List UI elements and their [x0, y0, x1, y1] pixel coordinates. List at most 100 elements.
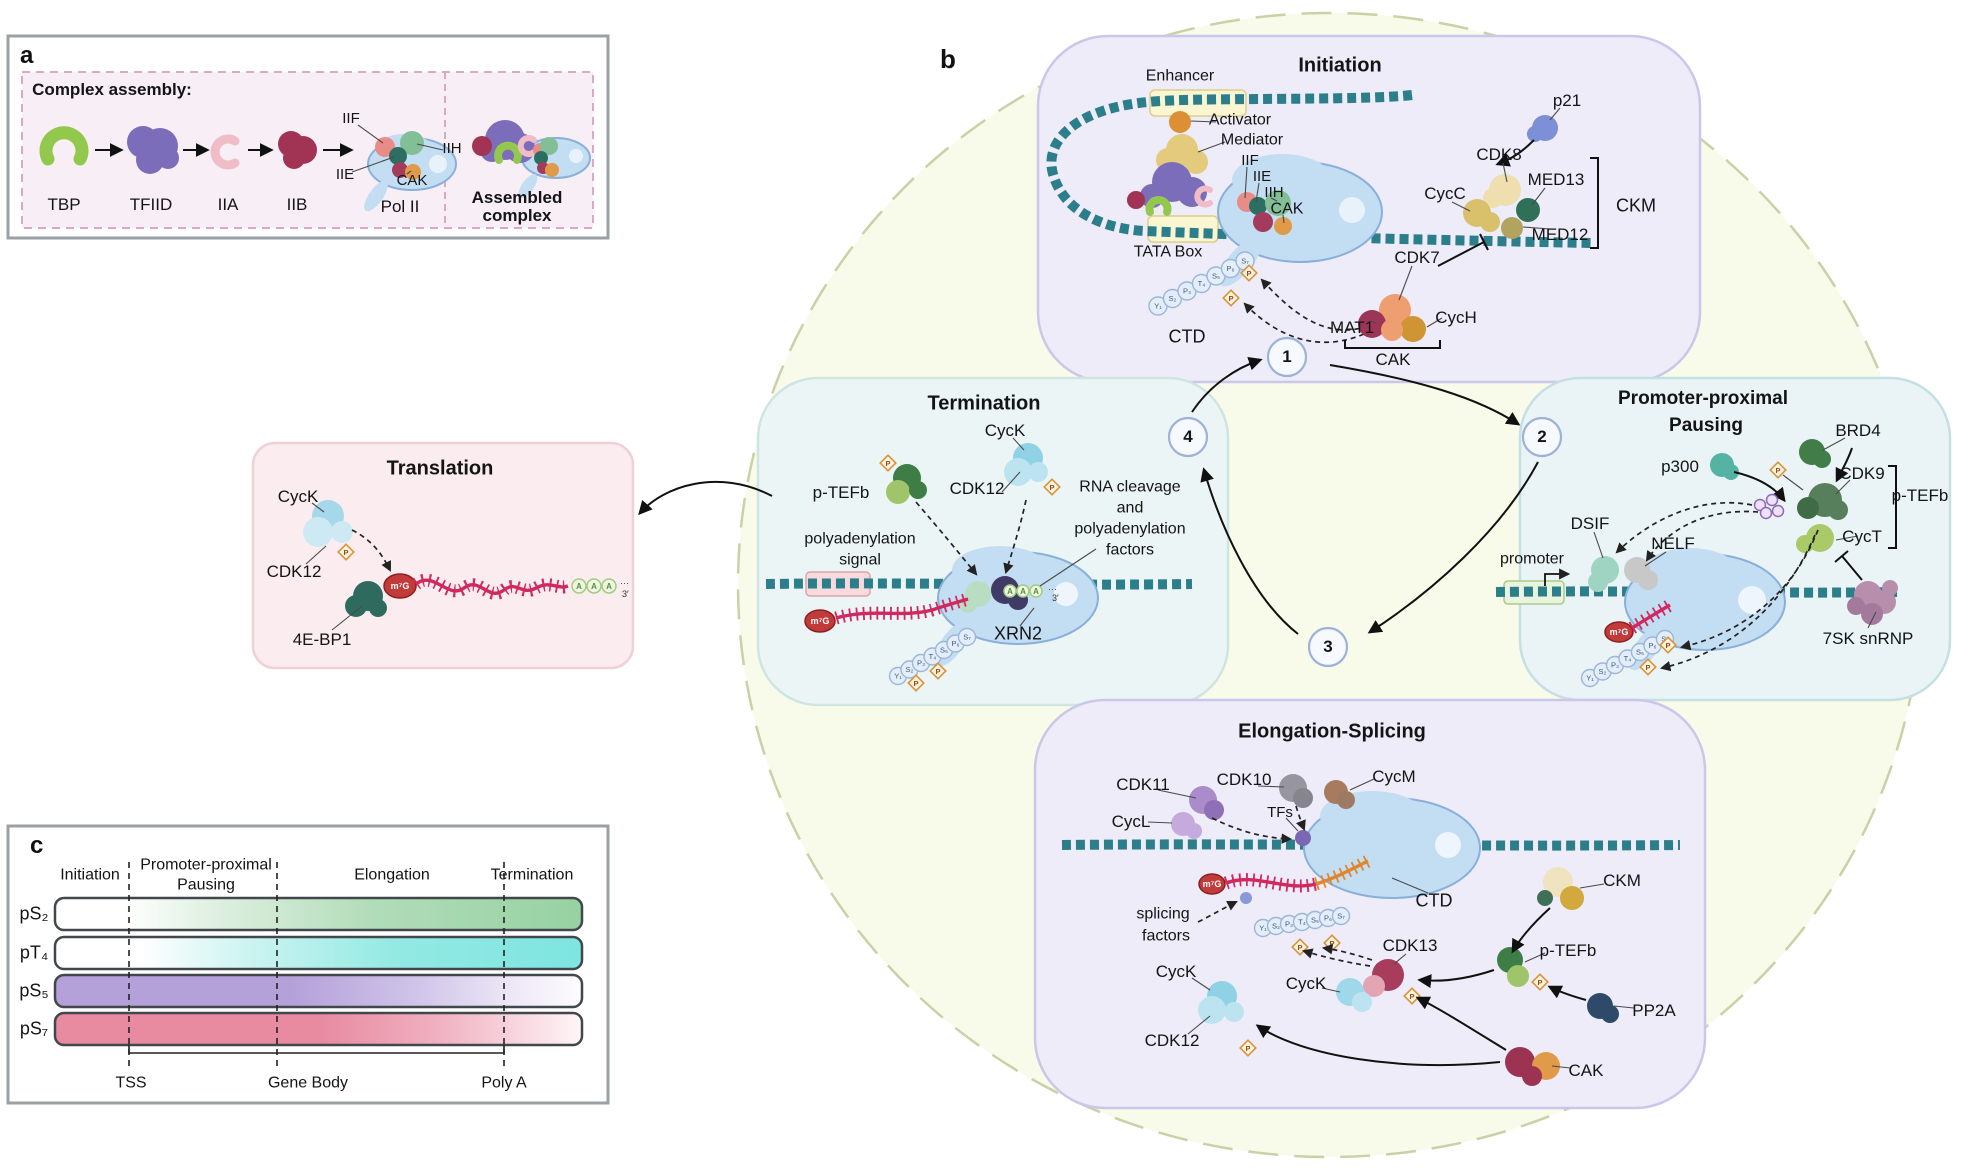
cleavage-label-3: polyadenylation — [1074, 520, 1186, 538]
cycle-1-label: 1 — [1282, 347, 1292, 367]
cyct-label: CycT — [1842, 527, 1882, 547]
elongation-title: Elongation-Splicing — [1238, 720, 1426, 743]
svg-text:T₄: T₄ — [1298, 918, 1306, 927]
svg-text:A: A — [1033, 587, 1039, 596]
svg-text:m⁷G: m⁷G — [1203, 879, 1222, 889]
svg-text:P: P — [1049, 483, 1054, 492]
svg-text:P: P — [1329, 939, 1334, 948]
iif-label-init: IIF — [1241, 152, 1259, 170]
iie-label: IIE — [335, 166, 355, 184]
svg-text:P: P — [343, 548, 348, 557]
tbp-label: TBP — [47, 195, 81, 215]
tfiid-label: TFIID — [129, 195, 173, 215]
cycle-step-1 — [1266, 336, 1308, 378]
m7g-cap — [1604, 621, 1634, 643]
iih-label-init: IIH — [1264, 184, 1284, 202]
tata-box-label: TATA Box — [1133, 243, 1203, 261]
pp2a-blob — [1587, 993, 1619, 1023]
pt4-bar — [53, 935, 584, 971]
m7g-cap — [804, 609, 836, 633]
cyck-cdk12-blob-translation — [303, 500, 353, 547]
iih-blob-init — [1265, 190, 1291, 216]
svg-text:S₇: S₇ — [963, 633, 971, 642]
iie-blob — [389, 147, 407, 165]
svg-text:S₅: S₅ — [1311, 916, 1319, 925]
svg-text:···: ··· — [620, 578, 629, 588]
ctd-label-init: CTD — [1168, 326, 1206, 347]
ps2-bar — [53, 896, 584, 932]
panel-a-tag: a — [20, 42, 34, 69]
complex-assembly-title: Complex assembly: — [32, 80, 192, 100]
panel-b-tag: b — [940, 44, 956, 74]
svg-text:Y₁: Y₁ — [894, 672, 902, 681]
pausing-panel — [1518, 376, 1952, 702]
cdk11-label: CDK11 — [1116, 775, 1170, 795]
snrnp-blob — [1847, 580, 1898, 625]
cdk12-label-term: CDK12 — [949, 479, 1005, 499]
svg-text:3′: 3′ — [622, 589, 629, 599]
cdk12-label-translation: CDK12 — [266, 562, 322, 582]
tbp-blob — [39, 126, 89, 166]
cdk12-cyck-blob-elong — [1198, 981, 1244, 1024]
svg-text:P: P — [1228, 294, 1233, 303]
col-initiation: Initiation — [60, 866, 120, 884]
cycle-steps — [1167, 336, 1563, 668]
pausing-title-2: Pausing — [1669, 415, 1743, 437]
polii-blob-panel-a — [351, 124, 457, 212]
cdk8-label: CDK8 — [1476, 145, 1522, 165]
svg-text:P: P — [913, 679, 918, 688]
iif-label: IIF — [342, 110, 360, 128]
svg-text:P: P — [1245, 1044, 1250, 1053]
gene-span-bracket — [128, 1045, 505, 1054]
svg-text:S₅: S₅ — [1212, 272, 1220, 281]
svg-text:A: A — [606, 582, 612, 591]
p21-blob — [1527, 115, 1558, 142]
svg-text:P₆: P₆ — [1226, 264, 1234, 273]
polii-label: Pol II — [380, 197, 420, 217]
ckm-label: CKM — [1616, 195, 1656, 216]
svg-text:P₃: P₃ — [1611, 661, 1619, 670]
med12-label: MED12 — [1531, 225, 1589, 245]
splicing-label-1: splicing — [1136, 905, 1190, 923]
axis-tss: TSS — [115, 1074, 147, 1092]
mat1-label: MAT1 — [1329, 318, 1375, 338]
elongation-panel — [1033, 698, 1707, 1110]
cycle-step-2 — [1521, 416, 1563, 458]
m7g-cap — [1198, 873, 1226, 895]
svg-text:···: ··· — [1048, 584, 1057, 594]
svg-text:S₂: S₂ — [1599, 667, 1607, 676]
termination-panel — [756, 376, 1230, 707]
p21-label: p21 — [1552, 91, 1582, 111]
med12-blob — [1501, 217, 1523, 239]
phosphate: P — [929, 662, 947, 680]
svg-text:A: A — [1020, 587, 1026, 596]
svg-text:P: P — [1246, 269, 1251, 278]
cycle-step-3 — [1307, 626, 1349, 668]
col-pausing-1: Promoter-proximal — [140, 856, 272, 874]
cak-label-init: CAK — [1270, 200, 1304, 218]
cdk9-label: CDK9 — [1839, 464, 1885, 484]
ptefb-label-elong: p-TEFb — [1539, 941, 1597, 961]
svg-text:3′: 3′ — [1052, 593, 1059, 603]
phosphate: P — [907, 674, 925, 692]
svg-text:Y₁: Y₁ — [1154, 302, 1162, 311]
pp2a-label: PP2A — [1632, 1001, 1676, 1021]
svg-text:P: P — [1537, 978, 1542, 987]
assembled-label-2: complex — [482, 206, 552, 226]
cycc-blob — [1463, 199, 1500, 232]
svg-text:S₂: S₂ — [906, 665, 914, 674]
svg-text:T₄: T₄ — [929, 652, 937, 661]
iih-blob — [400, 131, 424, 155]
phosphate: P — [337, 543, 355, 561]
enhancer-label: Enhancer — [1145, 67, 1215, 85]
col-termination: Termination — [490, 866, 574, 884]
tfs-label: TFs — [1267, 804, 1293, 822]
termination-title: Termination — [927, 392, 1041, 415]
tfiid-blob — [127, 126, 179, 174]
iib-label: IIB — [286, 195, 308, 215]
phosphate: P — [879, 454, 897, 472]
phosphate: P — [1239, 1039, 1257, 1057]
splicing-label-2: factors — [1141, 927, 1191, 945]
